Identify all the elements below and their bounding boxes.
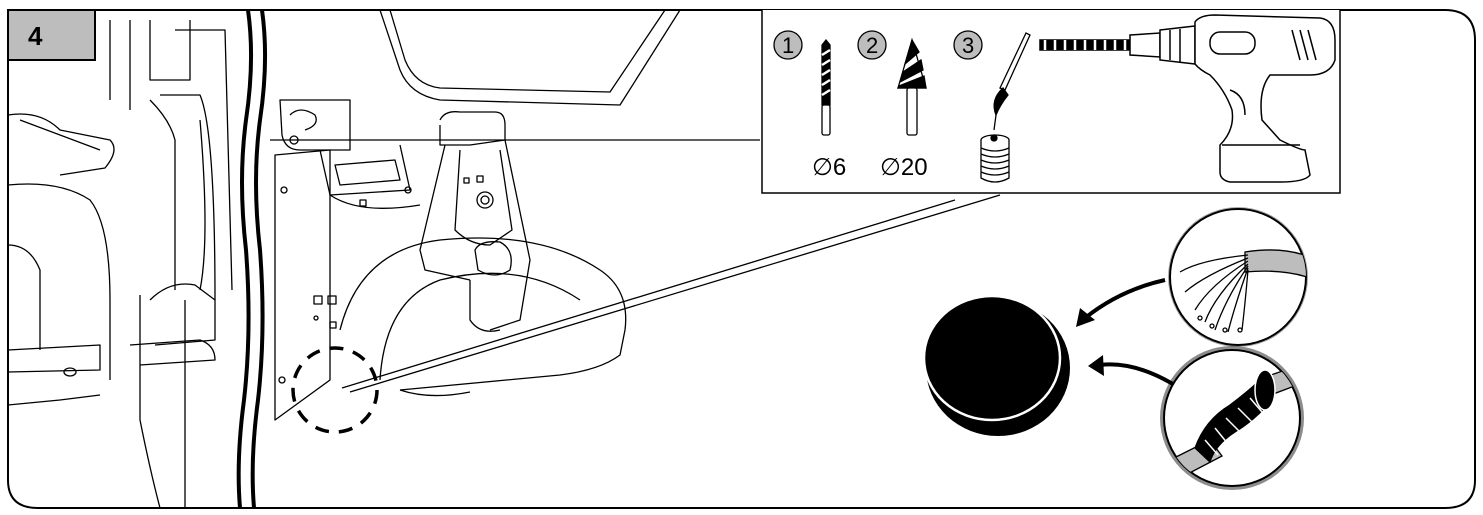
tool-2-diameter-label: ∅20 (880, 154, 928, 181)
vehicle-interior-drawing (8, 10, 1001, 508)
paint-brush-icon (993, 32, 1031, 131)
cable-wires-detail (1168, 207, 1308, 347)
tool-1-number-badge (773, 30, 803, 60)
cable-wires-icon (1179, 249, 1306, 333)
arrow-upper (1083, 278, 1166, 320)
cordless-drill-icon (1039, 14, 1336, 183)
step-drill-bit-icon (896, 37, 927, 136)
step-number: 4 (28, 21, 43, 51)
tool-2-number: 2 (866, 33, 878, 58)
tool-3: 3 (953, 30, 1031, 183)
tool-1-number: 1 (782, 33, 794, 58)
tool-2: 2 ∅20 (857, 30, 928, 181)
tool-3-number-badge (953, 30, 983, 60)
tools-panel: 1 ∅6 2 ∅20 3 (761, 10, 1341, 194)
tool-2-number-badge (857, 30, 887, 60)
tool-3-number: 3 (962, 33, 974, 58)
tool-1-diameter-label: ∅6 (812, 154, 846, 181)
cable-hole-plug-icon (922, 294, 1070, 436)
tool-1: 1 ∅6 (773, 30, 846, 181)
insertion-arrows (1076, 278, 1192, 397)
drill-bit-icon (821, 38, 831, 136)
paint-can-icon (980, 134, 1010, 183)
step-badge: 4 (7, 9, 96, 61)
drill-location-marker (291, 346, 379, 434)
grommet-detail (1160, 346, 1304, 490)
